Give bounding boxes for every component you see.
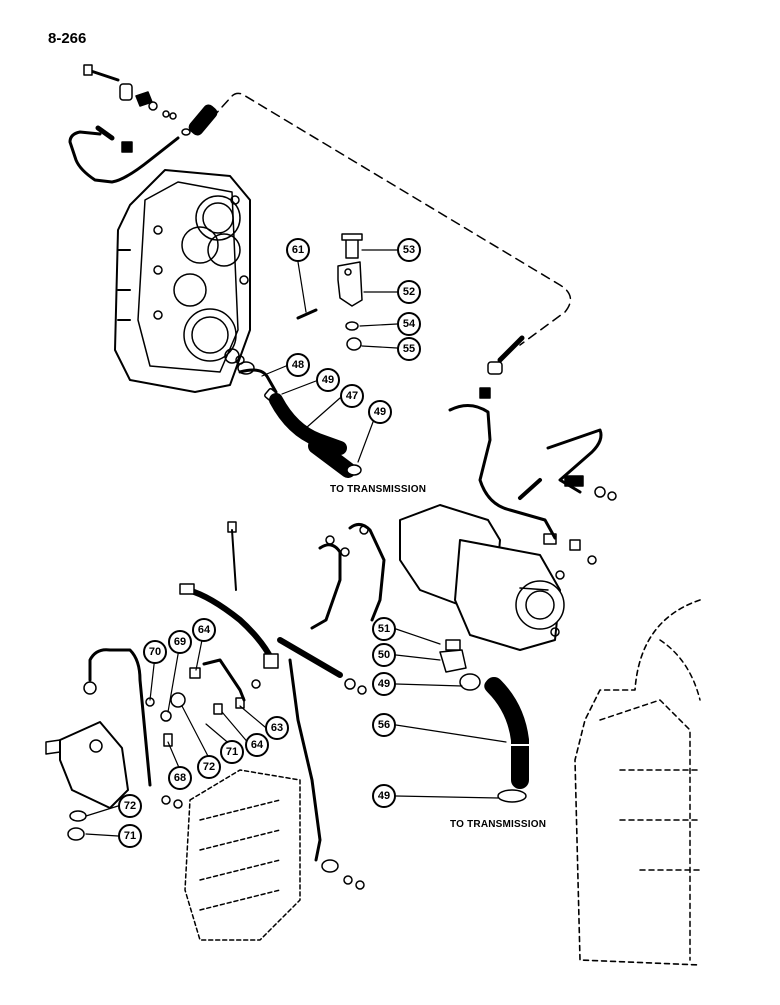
- gear-housing: [114, 169, 251, 393]
- callout-70: 70: [143, 640, 167, 664]
- callout-48: 48: [286, 353, 310, 377]
- callout-49-upper-b: 49: [368, 400, 392, 424]
- note-to-transmission-upper: TO TRANSMISSION: [330, 484, 427, 495]
- control-valve: [45, 648, 183, 841]
- engine-block: [184, 769, 301, 941]
- callout-69: 69: [168, 630, 192, 654]
- callout-71-middle: 71: [220, 740, 244, 764]
- upper-left-tube: [68, 125, 180, 184]
- hose-56-assembly: [439, 639, 533, 803]
- callout-63: 63: [265, 716, 289, 740]
- middle-hoses: [179, 583, 367, 890]
- callout-64-lower: 64: [245, 733, 269, 757]
- callout-52: 52: [397, 280, 421, 304]
- callout-64-upper: 64: [192, 618, 216, 642]
- callout-49-lower-b: 49: [372, 784, 396, 808]
- page-number: 8-266: [48, 30, 87, 47]
- callout-72-middle: 72: [197, 755, 221, 779]
- hose-47-assembly: [237, 361, 362, 478]
- small-fittings: [145, 658, 261, 747]
- upper-right-tubes: [448, 404, 617, 565]
- callout-55: 55: [397, 337, 421, 361]
- hydraulic-pump: [399, 504, 565, 651]
- pump-tubes: [310, 523, 386, 630]
- callout-53: 53: [397, 238, 421, 262]
- callout-51: 51: [372, 617, 396, 641]
- callout-71-lower: 71: [118, 824, 142, 848]
- dashed-route-line: [211, 92, 572, 346]
- callout-49-upper-a: 49: [316, 368, 340, 392]
- bracket-hardware: [296, 233, 363, 351]
- top-bolt-hardware: [83, 64, 218, 136]
- callout-47: 47: [340, 384, 364, 408]
- callout-56: 56: [372, 713, 396, 737]
- callout-68: 68: [168, 766, 192, 790]
- note-to-transmission-lower: TO TRANSMISSION: [450, 819, 547, 830]
- callout-54: 54: [397, 312, 421, 336]
- transmission-case: [574, 599, 701, 966]
- callout-50: 50: [372, 643, 396, 667]
- callout-49-lower-a: 49: [372, 672, 396, 696]
- vertical-rod: [227, 521, 237, 591]
- callout-61: 61: [286, 238, 310, 262]
- right-fitting: [479, 335, 525, 399]
- callout-72-lower: 72: [118, 794, 142, 818]
